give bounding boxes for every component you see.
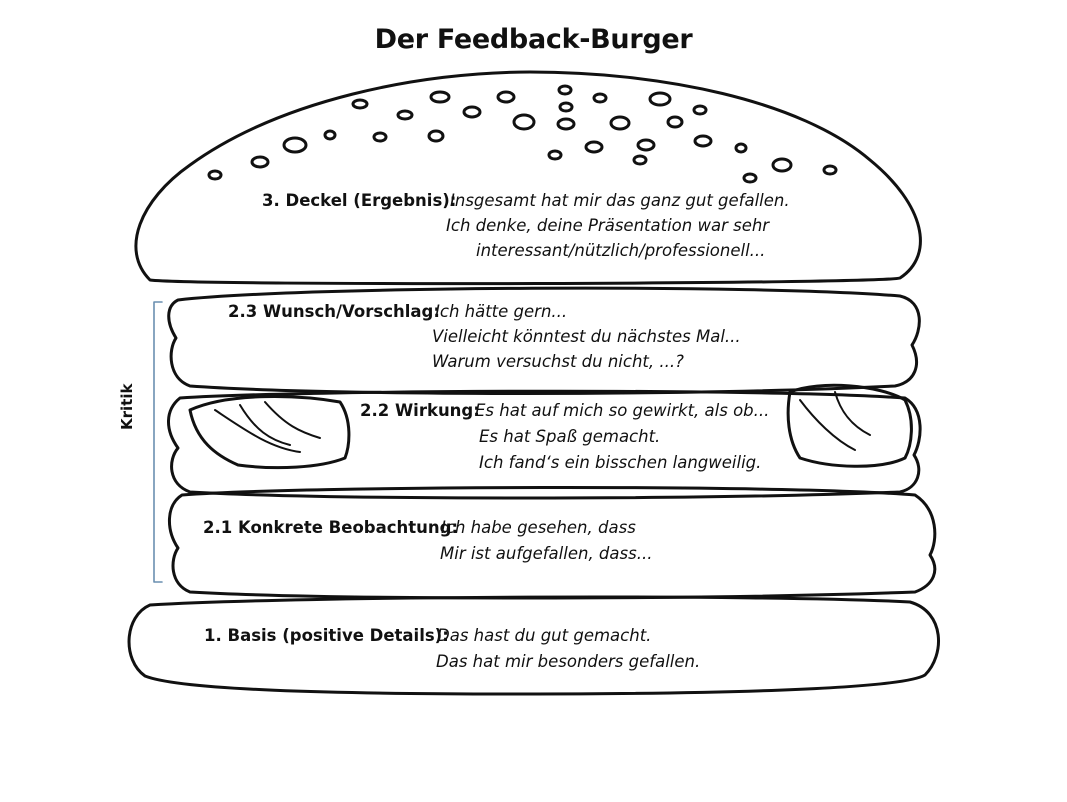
wunsch-line-3: Warum versuchst du nicht, ...? [432, 352, 684, 371]
basis-line-2: Das hat mir besonders gefallen. [436, 652, 701, 671]
beobachtung-layer-outline [167, 485, 937, 600]
wunsch-line-2: Vielleicht könntest du nächstes Mal... [432, 327, 741, 346]
wunsch-line-1: Ich hätte gern... [435, 302, 568, 321]
beobachtung-line-2: Mir ist aufgefallen, dass... [440, 544, 653, 563]
deckel-line-3: interessant/nützlich/professionell... [476, 241, 766, 260]
top-bun-outline [134, 70, 922, 286]
lettuce-leaf-right [786, 383, 913, 468]
deckel-line-2: Ich denke, deine Präsentation war sehr [446, 216, 770, 235]
wunsch-label: 2.3 Wunsch/Vorschlag: [228, 302, 440, 321]
beobachtung-label: 2.1 Konkrete Beobachtung: [203, 518, 459, 537]
basis-line-1: Das hast du gut gemacht. [437, 626, 652, 645]
wirkung-label: 2.2 Wirkung: [360, 401, 480, 420]
beobachtung-line-1: Ich habe gesehen, dass [441, 518, 636, 537]
bottom-bun-outline [127, 595, 940, 696]
deckel-label: 3. Deckel (Ergebnis): [262, 191, 457, 210]
wunsch-layer-outline [167, 286, 921, 395]
wirkung-layer-outline [167, 389, 922, 500]
kritik-label: Kritik [118, 383, 136, 430]
wirkung-line-3: Ich fand‘s ein bisschen langweilig. [479, 453, 762, 472]
wirkung-line-2: Es hat Spaß gemacht. [479, 427, 661, 446]
diagram-title: Der Feedback-Burger [374, 24, 693, 55]
sesame-seeds [207, 84, 838, 184]
kritik-bracket [153, 301, 163, 583]
deckel-line-1: Insgesamt hat mir das ganz gut gefallen. [450, 191, 790, 210]
wirkung-line-1: Es hat auf mich so gewirkt, als ob... [475, 401, 770, 420]
basis-label: 1. Basis (positive Details): [204, 626, 449, 645]
lettuce-leaf-left [188, 395, 351, 470]
